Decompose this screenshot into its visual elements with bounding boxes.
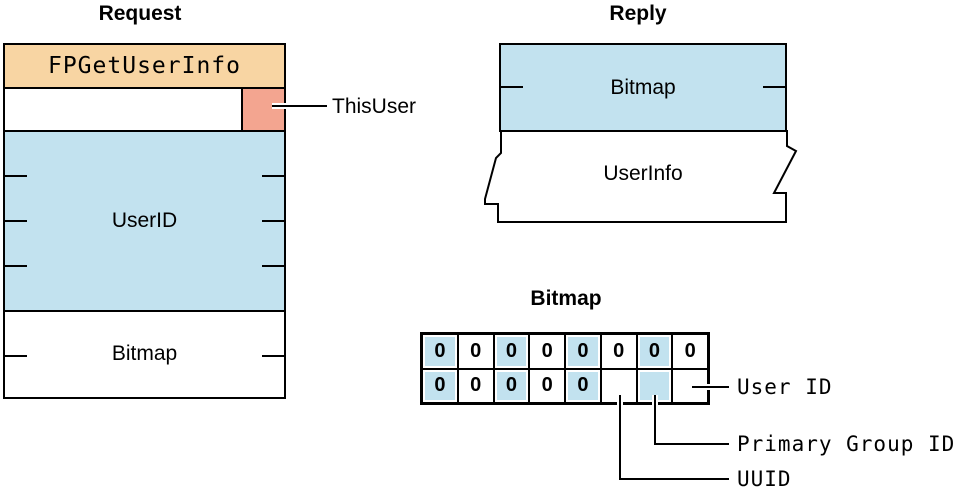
reply-userinfo-field: UserInfo [603,162,683,185]
tick-mark [262,265,286,267]
tick-mark [499,86,523,88]
uuid-connector-line [619,395,729,480]
tick-mark [763,86,787,88]
uuid-connector-casing [617,395,729,482]
bitmap-cell: 0 [457,368,494,403]
request-flags-row [5,89,284,132]
tick-mark [262,220,286,222]
bitmap-cell-uuid [600,368,637,403]
tick-mark [3,355,27,357]
bitmap-cell: 0 [529,334,565,369]
request-title: Request [98,2,182,25]
bitmap-cell: 0 [600,334,637,369]
bitmap-cell: 0 [422,368,458,403]
bitmap-cell: 0 [493,334,530,369]
tick-mark [3,265,27,267]
bitmap-cell: 0 [565,334,601,369]
request-bitmap-field: Bitmap [5,312,284,396]
bitmap-cell: 0 [493,368,530,403]
bitmap-cell: 0 [529,368,565,403]
bitmap-grid: 0 0 0 0 0 0 0 0 0 0 0 0 0 [420,332,710,405]
legend-user-id-label: User ID [737,375,833,399]
request-command-cell: FPGetUserInfo [5,45,284,89]
tick-mark [3,175,27,177]
bitmap-cell: 0 [565,368,601,403]
bitmap-cell: 0 [457,334,494,369]
legend-primary-group-id-label: Primary Group ID [737,432,956,456]
legend-uuid-label: UUID [737,467,792,491]
tick-mark [262,175,286,177]
bitmap-cell-user-id [672,368,708,403]
request-block: FPGetUserInfo UserID Bitmap [3,43,286,399]
bitmap-cell: 0 [672,334,708,369]
tick-mark [3,220,27,222]
bitmap-detail-title: Bitmap [530,287,602,310]
tick-mark [262,355,286,357]
bitmap-cell: 0 [422,334,458,369]
reply-title: Reply [609,2,667,25]
request-userid-field: UserID [5,132,284,312]
thisuser-label: ThisUser [332,95,417,118]
this-user-flag-cell [241,89,284,130]
reply-bitmap-field: Bitmap [499,43,787,132]
bitmap-cell-primary-group-id [636,368,673,403]
bitmap-cell: 0 [636,334,673,369]
